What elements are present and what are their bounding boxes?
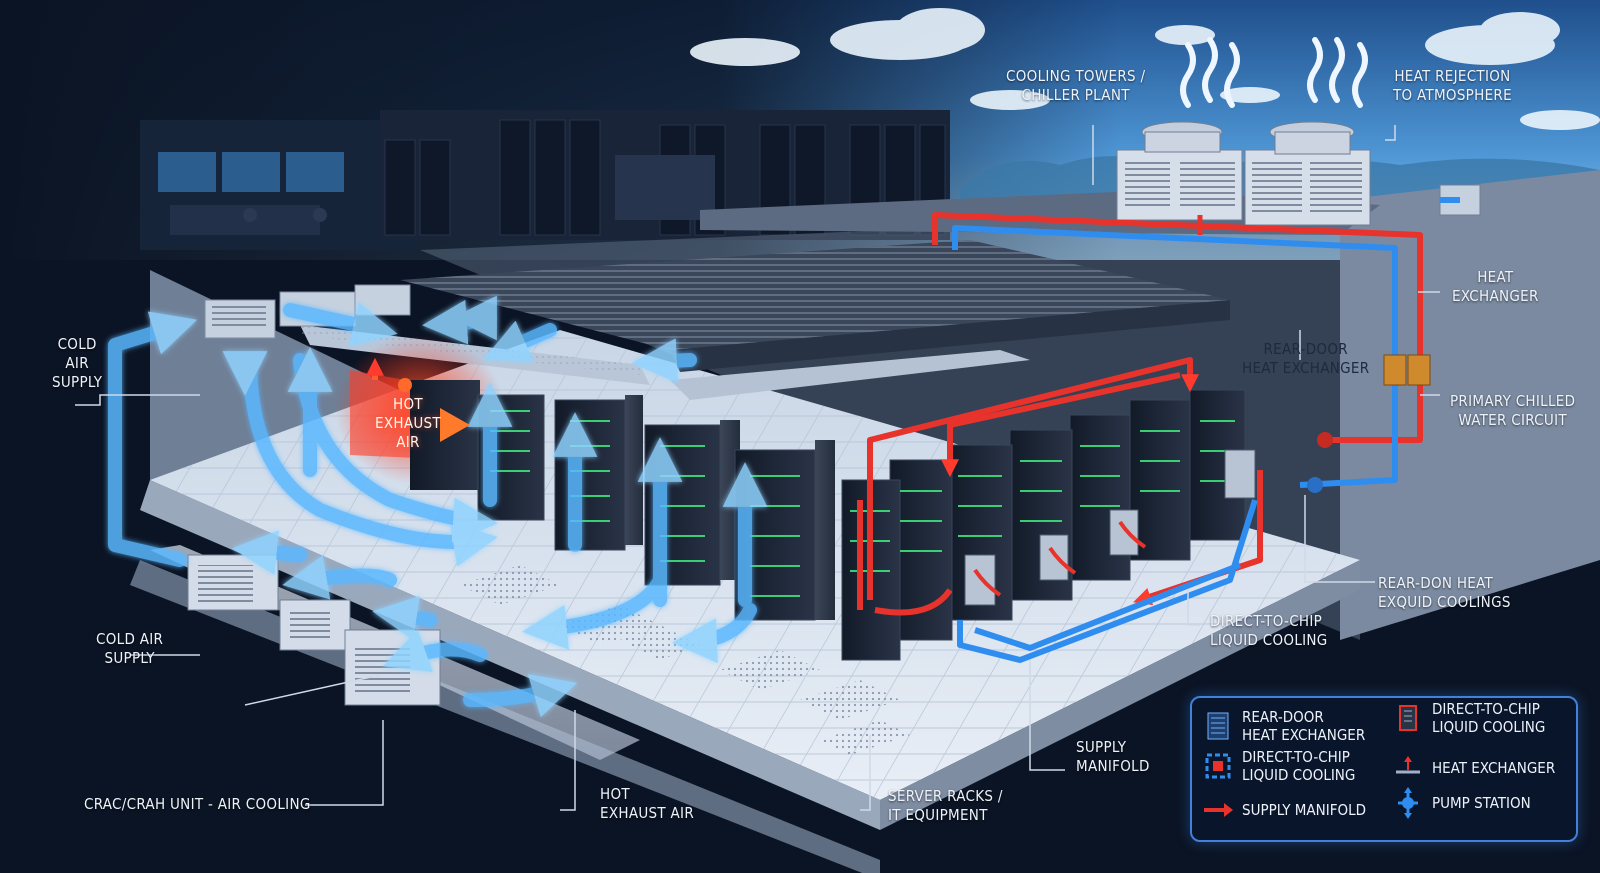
label-cooling-towers: COOLING TOWERS /CHILLER PLANT	[1006, 67, 1146, 104]
right-wall	[1340, 170, 1600, 640]
direct-to-chip-loop	[857, 357, 1263, 663]
heat-exchanger-icon	[1392, 752, 1424, 784]
heat-exchanger-valves	[1307, 354, 1431, 493]
direct-to-chip-icon	[1202, 750, 1234, 782]
direct-to-chip-icon	[1392, 702, 1424, 734]
hot-exhaust-arrows	[366, 357, 470, 442]
legend-item-supply-manifold: SUPPLY MANIFOLD	[1202, 794, 1366, 826]
chip-manifolds	[964, 449, 1256, 606]
cooling-towers	[1116, 121, 1481, 226]
legend-item-heat-exchanger: HEAT EXCHANGER	[1392, 752, 1555, 784]
label-server-racks: SERVER RACKS /IT EQUIPMENT	[888, 787, 1003, 824]
rear-door-heat-exchanger-icon	[1202, 710, 1234, 742]
label-crac-crah-unit: CRAC/CRAH UNIT - AIR COOLING	[84, 795, 311, 813]
supply-manifold-arrow-icon	[1202, 794, 1234, 826]
cold-air-flow-arrows	[108, 295, 768, 718]
leader-lines	[75, 125, 1440, 811]
primary-chilled-water-pipes	[932, 197, 1460, 488]
legend-item-pump-station: PUMP STATION	[1392, 787, 1531, 819]
clouds	[690, 8, 1600, 130]
heat-rejection-arrows	[1180, 37, 1368, 108]
pump-station-icon	[1392, 787, 1424, 819]
